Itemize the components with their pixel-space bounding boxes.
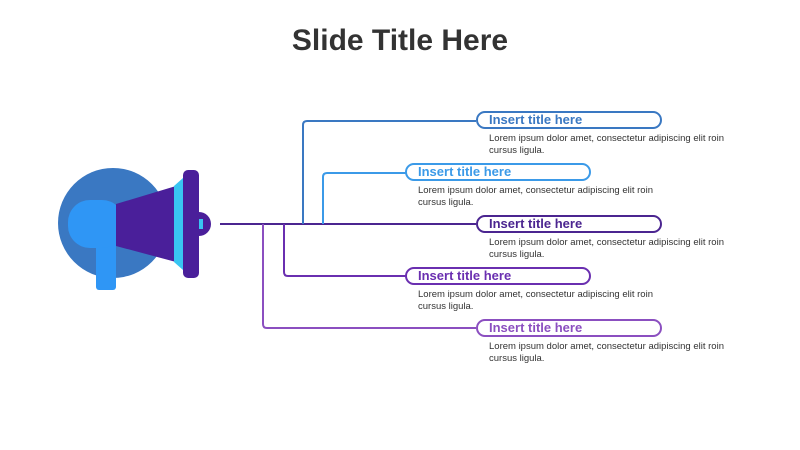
- item-2-title-pill: Insert title here: [405, 163, 591, 181]
- item-1-description: Lorem ipsum dolor amet, consectetur adip…: [489, 133, 724, 156]
- item-3-description: Lorem ipsum dolor amet, consectetur adip…: [489, 237, 724, 260]
- megaphone-handle: [96, 238, 116, 290]
- megaphone-grip: [68, 200, 124, 248]
- megaphone-cone: [116, 186, 176, 262]
- item-3-title-pill: Insert title here: [476, 215, 662, 233]
- megaphone-icon: [58, 168, 211, 290]
- megaphone-bell: [183, 170, 199, 278]
- item-4-description: Lorem ipsum dolor amet, consectetur adip…: [418, 289, 653, 312]
- item-2-description: Lorem ipsum dolor amet, consectetur adip…: [418, 185, 653, 208]
- megaphone-tip-highlight: [199, 219, 203, 229]
- megaphone-tip: [199, 212, 211, 236]
- item-4-title-pill: Insert title here: [405, 267, 591, 285]
- connector-4: [283, 224, 406, 277]
- item-5-description: Lorem ipsum dolor amet, consectetur adip…: [489, 341, 724, 364]
- item-5-title-pill: Insert title here: [476, 319, 662, 337]
- connector-2: [322, 172, 406, 224]
- item-1-title-pill: Insert title here: [476, 111, 662, 129]
- megaphone-rim-accent: [174, 178, 183, 270]
- connector-1: [302, 120, 476, 224]
- slide-title: Slide Title Here: [291, 24, 509, 57]
- connector-5: [262, 224, 476, 329]
